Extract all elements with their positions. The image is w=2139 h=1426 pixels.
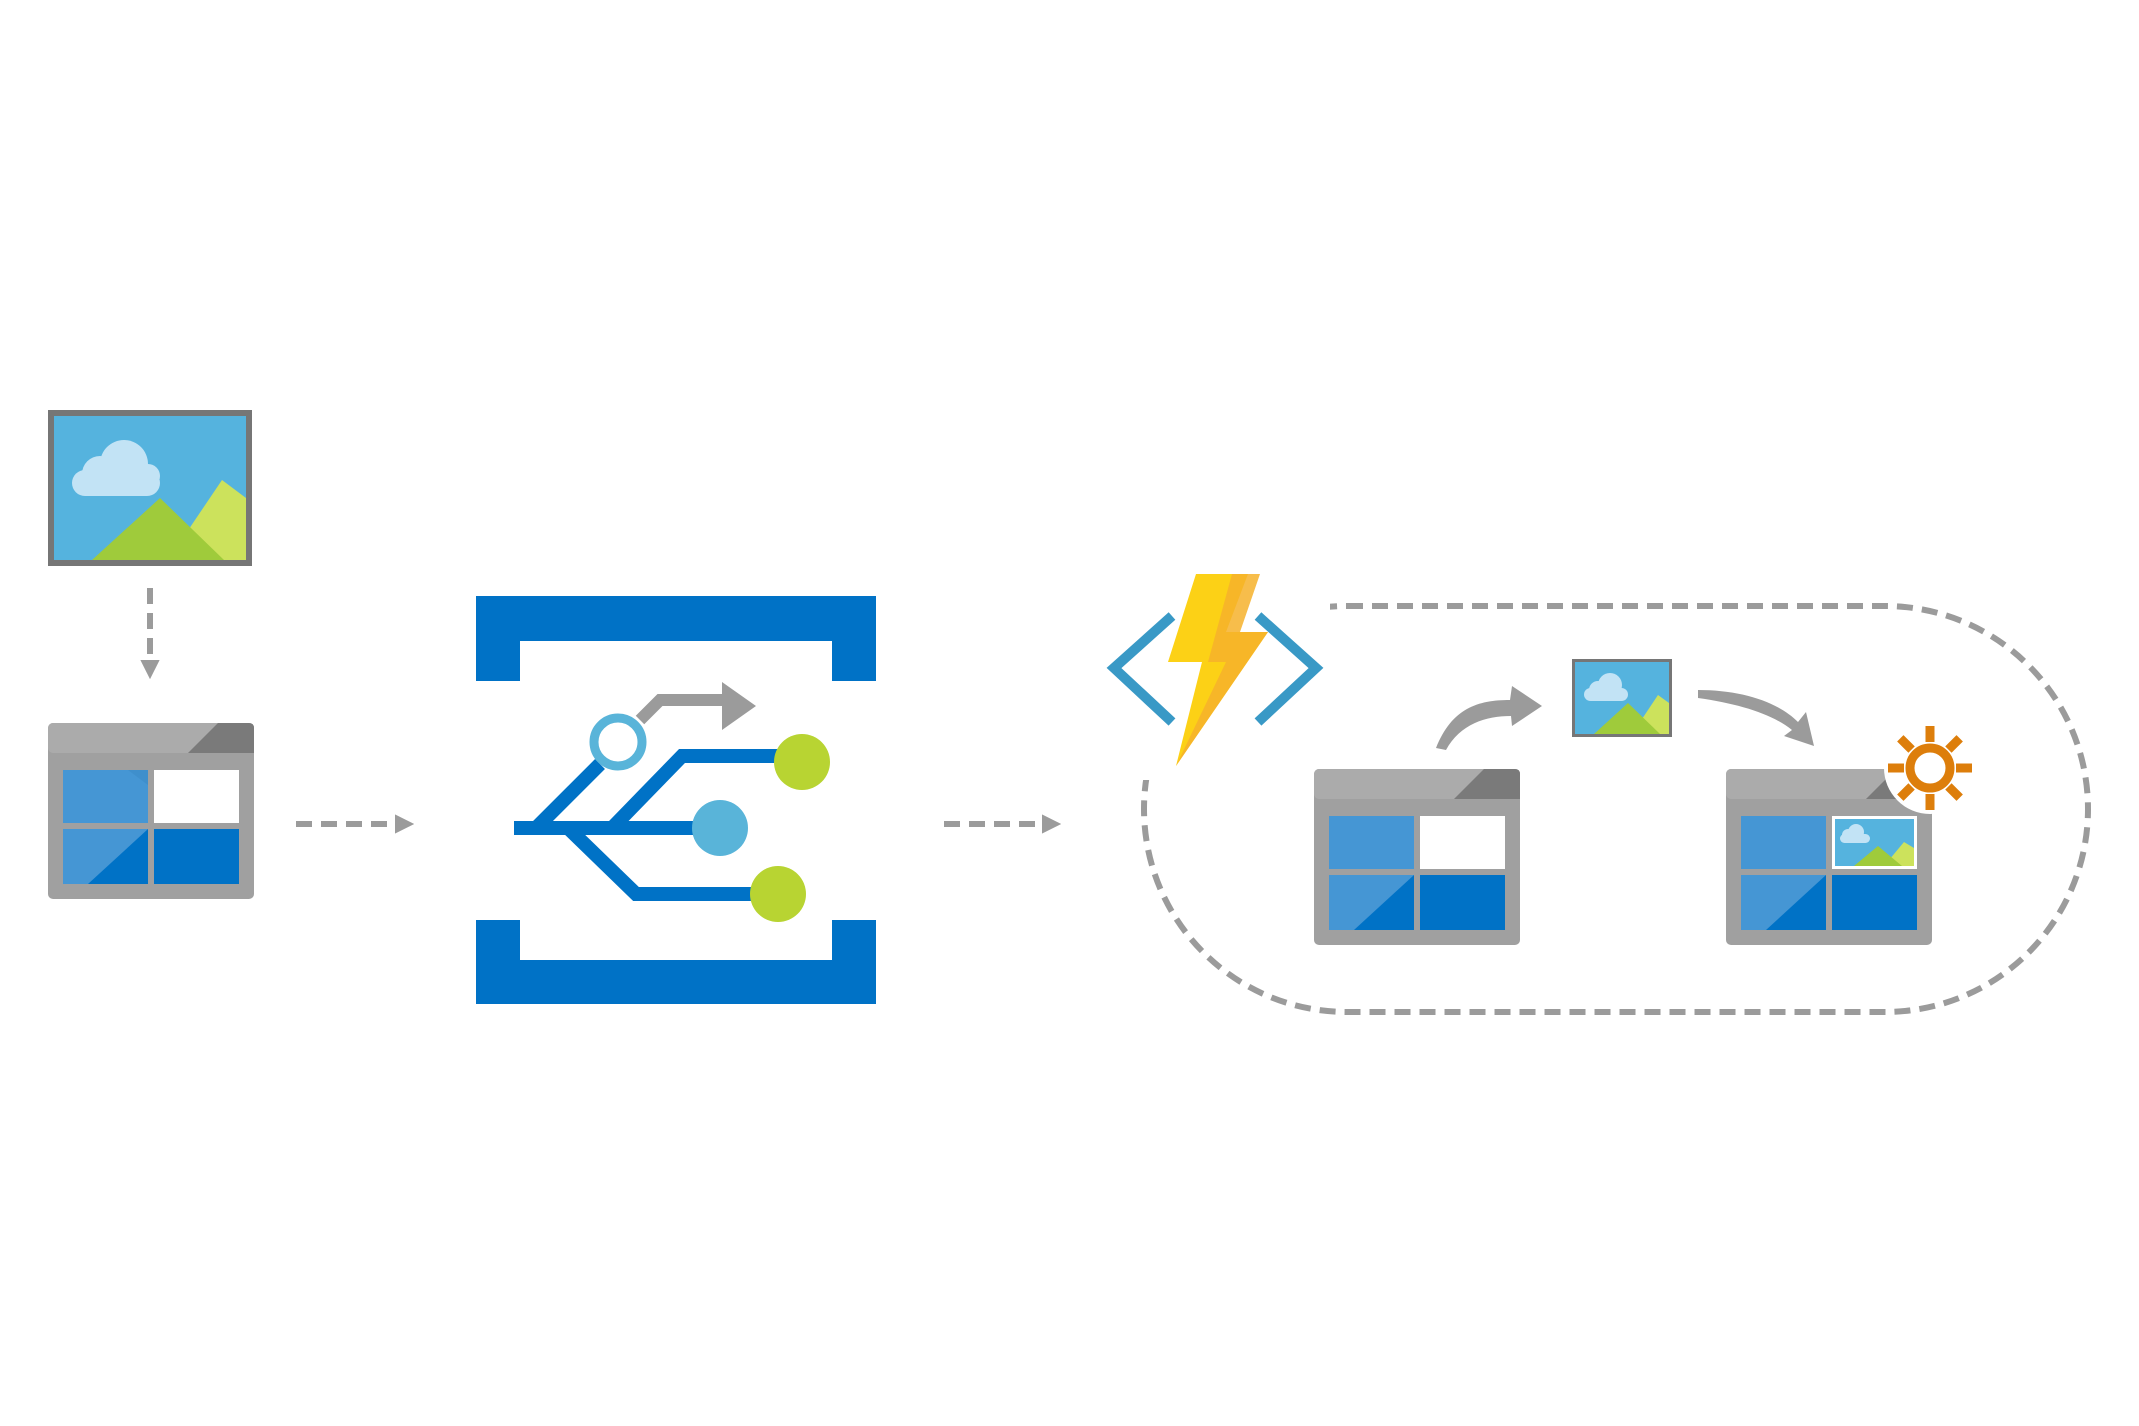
edge-image-to-storage-output (1698, 690, 1814, 746)
event-grid-icon (476, 596, 876, 1004)
thumbnail-image-icon (1832, 816, 1917, 869)
processed-image-icon (1572, 659, 1672, 737)
gear-icon (1884, 722, 1976, 814)
function-app-icon (1100, 574, 1330, 780)
blob-storage-read-icon (1314, 769, 1520, 945)
source-image-icon (48, 410, 252, 566)
edge-storage-to-image (1436, 686, 1542, 750)
function-processing-group (1141, 603, 2091, 1015)
blob-storage-input-icon (48, 723, 254, 899)
